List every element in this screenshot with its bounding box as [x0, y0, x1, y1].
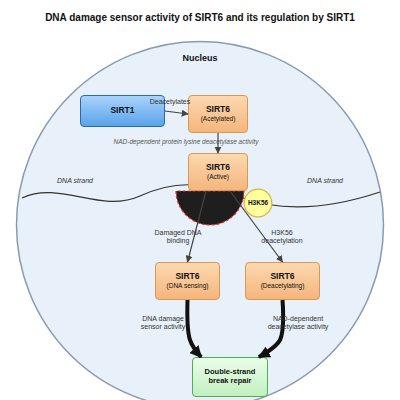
diagram-title: DNA damage sensor activity of SIRT6 and … — [5, 12, 395, 24]
node-shape — [244, 189, 272, 217]
edge-label: DNA damage sensor activity — [132, 315, 194, 331]
protein-state-box: SIRT6(Deacetylating) — [245, 262, 320, 300]
strand-label: DNA strand — [295, 177, 355, 185]
outcome-box: Double-strand break repair — [192, 357, 268, 397]
protein-state-box: SIRT6(DNA sensing) — [155, 262, 220, 300]
edge-label: Damaged DNA binding — [153, 229, 203, 245]
protein-state-box: SIRT6(Acetylated) — [188, 95, 248, 133]
protein-name: SIRT6 — [206, 105, 230, 115]
edge-label: H3K56 deacetylation — [252, 229, 312, 245]
protein-state-box: SIRT6(Active) — [188, 153, 248, 191]
edge-label: NAD-dependent deacetylase activity — [265, 315, 331, 331]
activity-note: NAD-dependent protein lysine deacetylase… — [86, 138, 286, 145]
protein-state: (Acetylated) — [201, 115, 236, 122]
protein-state: (Active) — [207, 173, 229, 180]
protein-state: (Deacetylating) — [261, 282, 305, 289]
histone-site: H3K56 — [248, 199, 268, 206]
protein-name: SIRT6 — [175, 272, 199, 282]
protein-name: SIRT6 — [206, 163, 230, 173]
protein-state: (DNA sensing) — [167, 282, 209, 289]
strand-label: DNA strand — [45, 177, 105, 185]
outcome-name: Double-strand break repair — [196, 368, 264, 385]
node-shape — [17, 42, 384, 400]
protein-name: SIRT1 — [110, 106, 134, 116]
compartment-label: Nucleus — [182, 53, 217, 63]
protein-name: SIRT6 — [270, 272, 294, 282]
histone-site-circle: H3K56 — [243, 188, 273, 218]
edge-label: Deacetylates — [140, 98, 200, 106]
